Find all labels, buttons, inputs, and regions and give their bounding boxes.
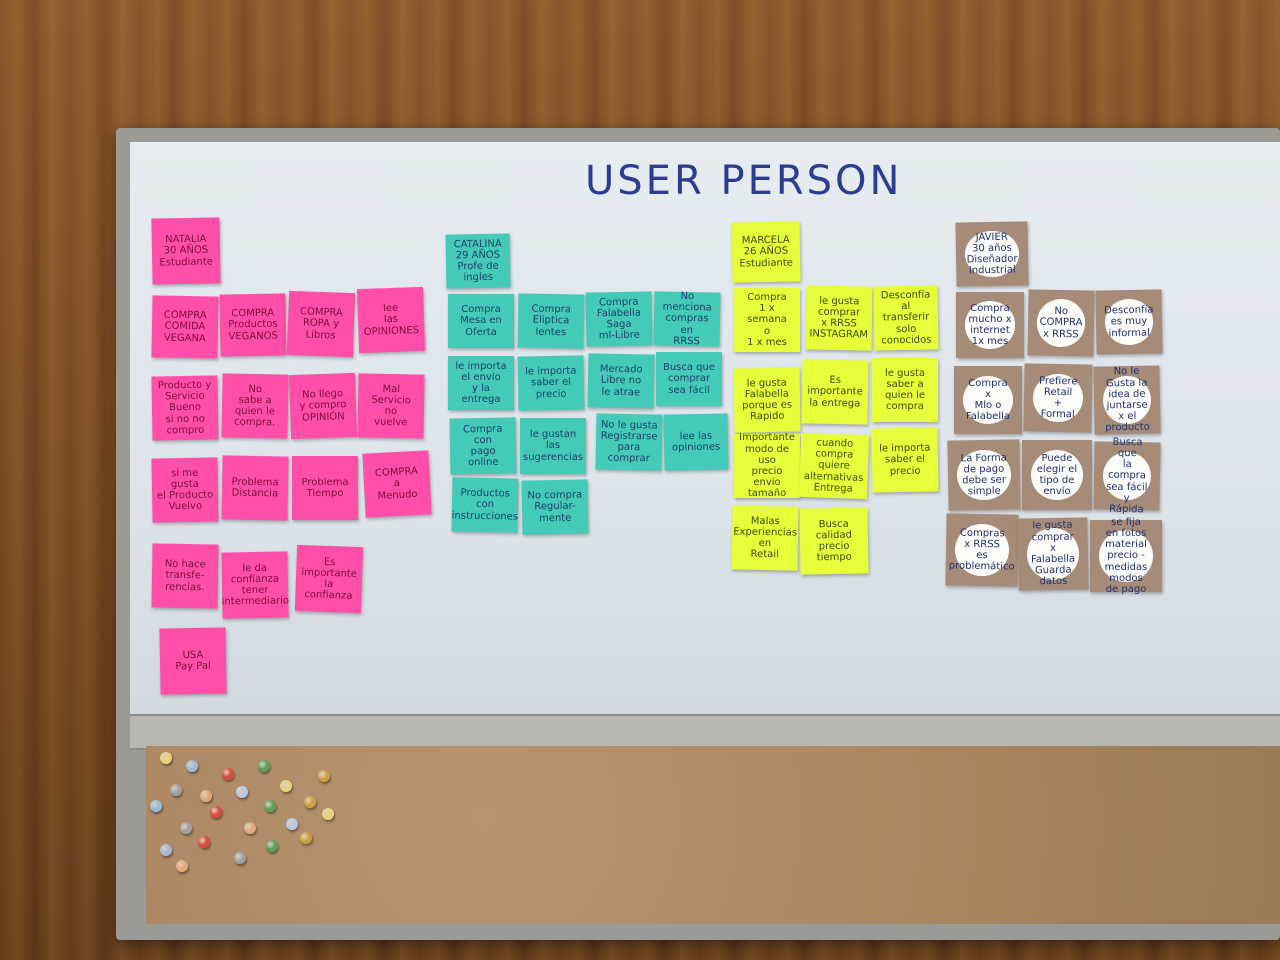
sticky-note: La Forma de pago debe ser simple	[947, 439, 1021, 511]
cork-board	[146, 746, 1280, 924]
sticky-note: Compra Falabella Saga ml-Libre	[585, 291, 653, 347]
push-pin[interactable]	[266, 840, 278, 852]
sticky-note: le importa saber el precio	[871, 427, 939, 493]
sticky-note: NATALIA 30 AÑOS Estudiante	[151, 217, 221, 285]
sticky-note: Es importante la entrega	[801, 359, 869, 425]
push-pin[interactable]	[150, 800, 162, 812]
push-pin[interactable]	[160, 752, 172, 764]
push-pin[interactable]	[244, 822, 256, 834]
sticky-note: Desconfía al transferir solo conocidos	[873, 285, 939, 351]
sticky-note: lee las opiniones	[663, 413, 729, 471]
sticky-note: Busca que comprar sea fácil	[656, 352, 722, 406]
sticky-note-text: No le Gusta la idea de juntarse x el pro…	[1102, 366, 1152, 434]
push-pin[interactable]	[186, 760, 198, 772]
sticky-note: COMPRA Productos VEGANOS	[219, 293, 287, 357]
sticky-note: le gusta saber a quien le compra	[872, 358, 938, 422]
sticky-note: le gustan las sugerencias	[520, 418, 586, 474]
push-pin[interactable]	[300, 832, 312, 844]
sticky-note: Problema Distancia	[221, 455, 289, 521]
sticky-note: le gusta comprar x Falabella Guarda dato…	[1017, 517, 1089, 591]
push-pin[interactable]	[210, 806, 222, 818]
sticky-note-text: se fija en fotos material precio - medid…	[1099, 517, 1153, 595]
sticky-note-text: Compra x Mlo o Falabella	[962, 375, 1014, 425]
sticky-note: No compra Regular- mente	[521, 479, 589, 535]
sticky-note: le importa el envío y la entrega	[448, 356, 514, 410]
sticky-note-text: Desconfía es muy informal	[1104, 298, 1154, 346]
push-pin[interactable]	[160, 844, 172, 856]
sticky-note: Puede elegir el tipo de envío	[1022, 440, 1092, 510]
sticky-note: Producto y Servicio Bueno si no no compr…	[151, 375, 219, 441]
sticky-note: le gusta Falabella porque es Rapido	[733, 367, 801, 433]
sticky-note: No llego y compro OPINIÓN	[288, 372, 358, 440]
sticky-note: Compra Eliptica lentes	[517, 293, 585, 349]
sticky-note: Problema Tiempo	[292, 456, 358, 520]
sticky-note: COMPRA a Menudo	[362, 450, 432, 518]
push-pin[interactable]	[234, 852, 246, 864]
sticky-note: se fija en fotos material precio - medid…	[1090, 517, 1162, 595]
sticky-note: USA Pay Pal	[159, 627, 227, 695]
marker-tray	[130, 714, 1280, 750]
push-pin[interactable]	[318, 770, 330, 782]
sticky-note: Malas Experiencias en Retail	[731, 505, 799, 571]
sticky-note: No sabe a quien le compra.	[221, 373, 289, 439]
sticky-note: Mercado Libre no le atrae	[587, 353, 655, 409]
sticky-note: Productos con instrucciones	[451, 477, 519, 533]
sticky-note-text: Busca que la compra sea fácil y Rápida	[1102, 437, 1152, 515]
sticky-note: lee las OPINIONES	[356, 286, 426, 354]
sticky-note-text: No COMPRA x RRSS	[1036, 299, 1086, 347]
sticky-note: No COMPRA x RRSS	[1027, 289, 1095, 357]
push-pin[interactable]	[236, 786, 248, 798]
sticky-note-text: JAVIER 30 años Diseñador Industrial	[964, 230, 1020, 278]
sticky-note: Compra x Mlo o Falabella	[954, 366, 1022, 434]
sticky-note: cuando compra quiere alternativas Entreg…	[798, 432, 870, 500]
sticky-note: MARCELA 26 AÑOS Estudiante	[731, 221, 801, 283]
push-pin[interactable]	[258, 760, 270, 772]
push-pin[interactable]	[286, 818, 298, 830]
sticky-note: le gusta comprar x RRSS INSTAGRAM	[805, 285, 873, 351]
sticky-note: Prefiere Retail + Formal	[1023, 363, 1093, 433]
push-pin[interactable]	[180, 822, 192, 834]
sticky-note: Compra mucho x internet 1x mes	[956, 292, 1024, 358]
sticky-note: Compra 1 x semana o 1 x mes	[734, 288, 800, 352]
sticky-note: Compras x RRSS es problemático	[945, 513, 1019, 587]
push-pin[interactable]	[322, 808, 334, 820]
sticky-note: le da confianza tener intermediario	[221, 551, 289, 619]
sticky-note-text: Compras x RRSS es problemático	[949, 523, 1015, 577]
push-pin[interactable]	[198, 836, 210, 848]
sticky-note-text: Prefiere Retail + Formal	[1032, 373, 1084, 423]
sticky-note: Mal Servicio no vuelve	[357, 373, 425, 439]
sticky-note: Busca calidad precio tiempo	[799, 507, 869, 575]
sticky-note: COMPRA ROPA y Libros	[286, 290, 356, 358]
push-pin[interactable]	[200, 790, 212, 802]
push-pin[interactable]	[176, 860, 188, 872]
sticky-note: JAVIER 30 años Diseñador Industrial	[955, 221, 1029, 287]
sticky-note-text: Compra mucho x internet 1x mes	[964, 301, 1016, 349]
sticky-note-text: Puede elegir el tipo de envío	[1030, 449, 1084, 501]
sticky-note-text: le gusta comprar x Falabella Guarda dato…	[1026, 520, 1080, 588]
push-pin[interactable]	[304, 796, 316, 808]
sticky-note: No le Gusta la idea de juntarse x el pro…	[1093, 365, 1161, 435]
sticky-note: No menciona compras en RRSS	[653, 291, 721, 347]
board-title: USER PERSON	[585, 158, 903, 204]
sticky-note: Es importante la confianza	[294, 544, 364, 614]
sticky-note: Busca que la compra sea fácil y Rápida	[1093, 437, 1161, 515]
sticky-note: No hace transfe- rencias.	[151, 543, 219, 609]
sticky-note-text: La Forma de pago debe ser simple	[956, 449, 1012, 501]
sticky-note: No le gusta Registrarse para comprar	[595, 413, 663, 471]
push-pin[interactable]	[264, 800, 276, 812]
push-pin[interactable]	[170, 784, 182, 796]
sticky-note: Compra Mesa en Oferta	[448, 294, 514, 348]
sticky-note: Desconfía es muy informal	[1095, 289, 1163, 355]
sticky-note: Compra con pago online	[449, 417, 517, 475]
sticky-note: CATALINA 29 AÑOS Profe de ingles	[445, 233, 511, 289]
push-pin[interactable]	[280, 780, 292, 792]
sticky-note: le importa saber el precio	[517, 355, 585, 411]
sticky-note: si me gusta el Producto Vuelvo	[151, 457, 219, 523]
sticky-note: Importante modo de uso precio envio tama…	[734, 432, 800, 499]
sticky-note: COMPRA COMIDA VEGANA	[151, 295, 219, 359]
push-pin[interactable]	[222, 768, 234, 780]
